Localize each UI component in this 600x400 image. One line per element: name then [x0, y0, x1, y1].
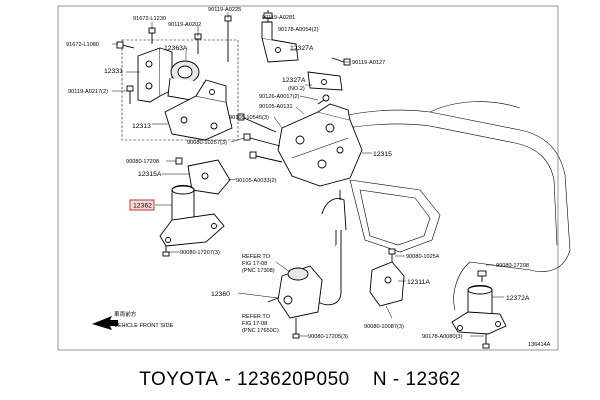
label-12331: 12331 — [104, 68, 123, 75]
bracket-12315 — [277, 103, 363, 187]
highlight-12362: 12362 — [129, 199, 155, 211]
bolts-top — [116, 15, 232, 104]
diagram-frame — [57, 5, 559, 351]
caption-separator: - — [218, 369, 237, 390]
label-refer2-b: FIG 17-08 — [242, 321, 267, 327]
label-90126-a0017: 90126-A0017(2) — [259, 94, 300, 100]
part-labels: 91672-L1230 90119-A0225 90119-A0281 9011… — [66, 7, 530, 340]
label-90119-a0202: 90119-A0202 — [168, 22, 201, 28]
label-12327a-no2: 12327A — [282, 77, 306, 84]
label-12315a: 12315A — [138, 171, 162, 178]
label-no2: (NO.2) — [288, 86, 305, 92]
label-90080-17208-a: 90080-17208 — [126, 159, 159, 165]
figure-number: 136414A — [528, 342, 551, 348]
label-90080-10254: 90080-10254 — [406, 254, 439, 260]
label-12362: 12362 — [133, 203, 152, 210]
insulator-12372a — [451, 270, 507, 349]
label-12327a: 12327A — [290, 45, 314, 52]
engine-outline — [329, 101, 571, 311]
label-refer1-b: FIG 17-08 — [242, 261, 267, 267]
label-90080-17205: 90080-17205(3) — [308, 334, 348, 340]
label-12372a: 12372A — [506, 295, 530, 302]
label-refer2-c: (PNC 17650C) — [242, 328, 279, 334]
label-refer1-c: (PNC 17308) — [242, 268, 275, 274]
bracket-12313 — [164, 79, 233, 141]
label-90080-10087: 90080-10087(3) — [364, 324, 404, 330]
leader-lines — [112, 12, 504, 337]
label-90080-17207: 90080-17207(3) — [180, 250, 220, 256]
label-12313: 12313 — [132, 123, 151, 130]
label-90080-17208-b: 90080-17208 — [496, 263, 529, 269]
label-90178-a0080: 90178-A0080(3) — [422, 334, 463, 340]
label-12360: 12360 — [211, 291, 230, 298]
label-91672-l1230: 91672-L1230 — [133, 16, 166, 22]
bracket-12315a — [175, 157, 231, 195]
vehicle-front-jp: 車両前方 — [114, 310, 137, 318]
front-arrow-icon — [92, 316, 118, 330]
label-90178-a0054: 90178-A0054(2) — [278, 27, 319, 33]
label-90105-10545: 90105-10545(3) — [229, 115, 269, 121]
part-caption: TOYOTA - 123620P050 N - 12362 — [0, 360, 600, 400]
vehicle-front-label: VEHICLE FRONT SIDE — [114, 323, 174, 329]
label-90105-a0131: 90105-A0131 — [259, 104, 293, 110]
parts-diagram: 91672-L1230 90119-A0225 90119-A0281 9011… — [57, 5, 571, 351]
bracket-12311a — [369, 248, 405, 307]
caption-brand: TOYOTA — [139, 369, 219, 390]
vehicle-front-indicator: 車両前方 VEHICLE FRONT SIDE — [92, 310, 174, 330]
label-12311a: 12311A — [407, 279, 430, 286]
bracket-12327a — [261, 10, 351, 105]
caption-pnc: 12362 — [405, 369, 461, 390]
label-refer2-a: REFER TO — [242, 314, 271, 320]
label-12363a: 12363A — [164, 45, 188, 52]
label-90119-a0225: 90119-A0225 — [208, 7, 241, 13]
insulator-12362 — [159, 185, 225, 257]
label-90119-a0127: 90119-A0127 — [352, 60, 385, 66]
label-90119-a0217: 90119-A0217(2) — [68, 89, 108, 95]
label-90080-10257: 90080-10257(3) — [187, 140, 227, 146]
hose-pipe — [317, 190, 347, 306]
label-refer1-a: REFER TO — [242, 254, 271, 260]
group-frame-upper-left — [121, 39, 239, 141]
bolts-mid — [237, 113, 283, 163]
label-90105-a0033: 90105-A0033(2) — [236, 178, 277, 184]
actuator-12360 — [267, 265, 323, 339]
caption-pnc-prefix: N - — [372, 369, 406, 390]
label-12315: 12315 — [373, 151, 392, 158]
caption-part-number: 123620P050 — [236, 369, 350, 390]
label-91672-l1080: 91672-L1080 — [66, 42, 99, 48]
label-90119-a0281: 90119-A0281 — [262, 15, 295, 21]
